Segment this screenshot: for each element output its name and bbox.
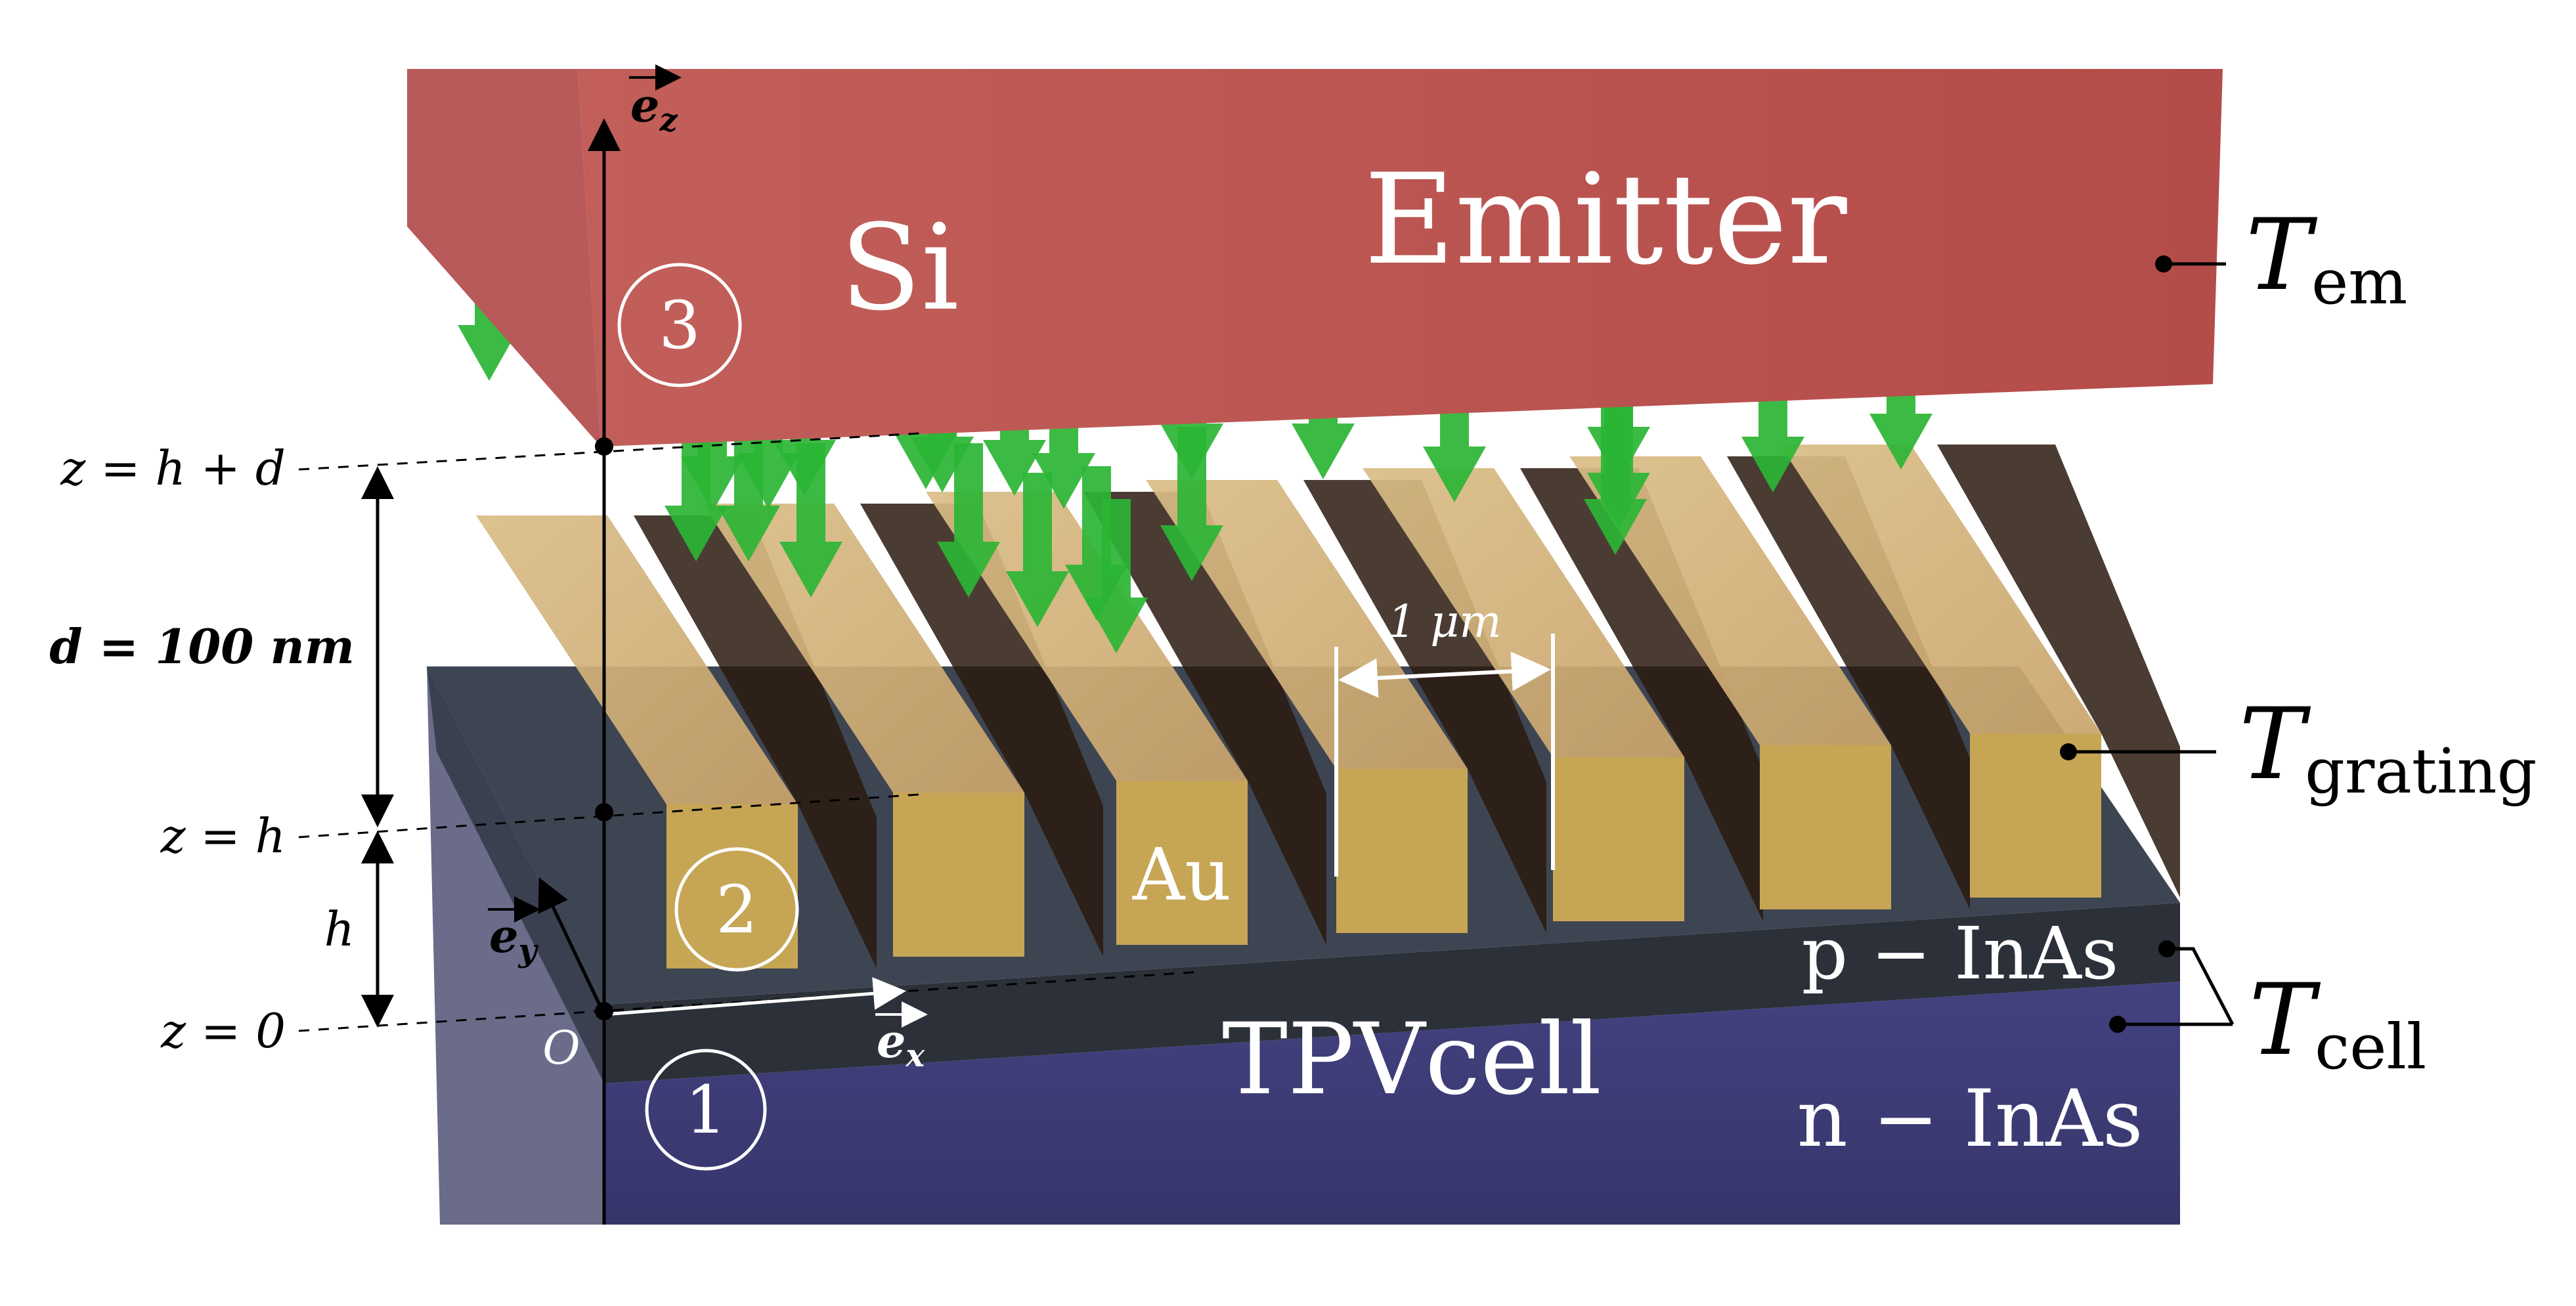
photon-arrow — [779, 443, 842, 598]
period-marker — [1334, 634, 1555, 877]
bar-top-face — [703, 504, 1024, 793]
level-top-label: z = h + d — [60, 441, 286, 496]
h-label: h — [324, 902, 355, 957]
region-2-label: 2 — [716, 871, 758, 948]
photon-arrow — [1006, 473, 1069, 627]
emitter-title: Emitter — [1364, 147, 1847, 292]
y-axis — [538, 877, 606, 1016]
period-label: 1 μm — [1387, 596, 1502, 648]
bar-shadow — [1937, 445, 2180, 898]
bar-top-face — [1779, 445, 2101, 733]
bar-top-face — [1363, 468, 1684, 757]
p-inas-label: p − InAs — [1802, 911, 2119, 995]
level-line-top — [298, 432, 920, 471]
bar-front-face — [893, 793, 1024, 957]
photon-arrow — [1423, 348, 1486, 502]
bar-shadow — [1303, 480, 1546, 933]
dot-cell-p — [2158, 940, 2175, 957]
region-3-circle — [617, 263, 742, 387]
dot-grating — [2060, 743, 2077, 760]
au-bar — [926, 492, 1326, 945]
axes — [538, 118, 906, 1225]
bar-shadow — [634, 515, 877, 969]
photon-arrow — [1584, 401, 1647, 555]
bar-shadow — [1083, 492, 1326, 945]
level-bottom-label: z = 0 — [160, 1003, 286, 1058]
region-1-circle — [645, 1049, 767, 1171]
n-inas-label: n − InAs — [1797, 1074, 2143, 1165]
au-bar — [703, 504, 1103, 957]
region-3-label: 3 — [659, 287, 701, 364]
ex-label: ex — [877, 1014, 926, 1074]
point-z-hd — [595, 437, 613, 456]
photon-arrow — [1032, 355, 1095, 509]
level-lines — [298, 432, 1202, 1032]
bar-front-face — [1553, 757, 1684, 921]
region-markers — [617, 263, 799, 1171]
ey-label: ey — [489, 909, 539, 969]
bar-shadow — [860, 504, 1103, 957]
n-inas-layer — [604, 982, 2180, 1225]
gap-label: d = 100 nm — [49, 619, 355, 674]
p-inas-layer — [604, 903, 2180, 1083]
x-axis — [603, 977, 906, 1016]
point-z-h — [595, 803, 613, 821]
au-bar — [1779, 445, 2180, 898]
cell-title: TPVcell — [1222, 1003, 1602, 1117]
leader-lines — [2068, 262, 2235, 1026]
t-grating-label: Tgrating — [2239, 687, 2537, 808]
emitter-block — [407, 69, 2223, 446]
bar-front-face — [1760, 745, 1891, 909]
au-bar — [476, 515, 877, 969]
region-2-circle — [674, 847, 799, 972]
bar-front-face — [1116, 781, 1248, 945]
photon-arrow — [937, 443, 1000, 598]
bar-front-face — [666, 804, 798, 969]
bar-front-face — [1970, 733, 2101, 898]
photon-arrow — [717, 407, 780, 561]
grating-material: Au — [1132, 833, 1231, 917]
level-line-mid — [298, 793, 920, 838]
emitter-left-face — [407, 69, 601, 446]
dot-em — [2155, 255, 2172, 272]
region-1-label: 1 — [685, 1072, 727, 1148]
bar-top-face — [1569, 456, 1891, 745]
bar-top-face — [476, 515, 798, 804]
emitter-front-face — [578, 69, 2223, 446]
bar-front-face — [1336, 769, 1468, 933]
level-mid-label: z = h — [160, 808, 286, 863]
t-cell-label: Tcell — [2249, 963, 2426, 1083]
photon-arrow — [1085, 499, 1148, 653]
emitter-material: Si — [840, 200, 959, 337]
leader-cell — [2124, 947, 2235, 1026]
point-origin — [595, 1002, 613, 1020]
t-em-label: Tem — [2246, 198, 2407, 318]
ez-label: ez — [630, 78, 679, 139]
photon-arrow — [1741, 338, 1804, 492]
photon-arrow — [1160, 427, 1223, 581]
period-arrow — [1338, 651, 1551, 698]
dot-cell-n — [2109, 1016, 2126, 1033]
level-line-bottom — [298, 970, 1202, 1032]
origin-label: O — [542, 1021, 580, 1075]
bar-top-face — [926, 492, 1248, 781]
photon-arrow — [665, 407, 728, 561]
leader-dots — [2060, 255, 2175, 1033]
p-layer-left-face — [427, 666, 604, 1083]
